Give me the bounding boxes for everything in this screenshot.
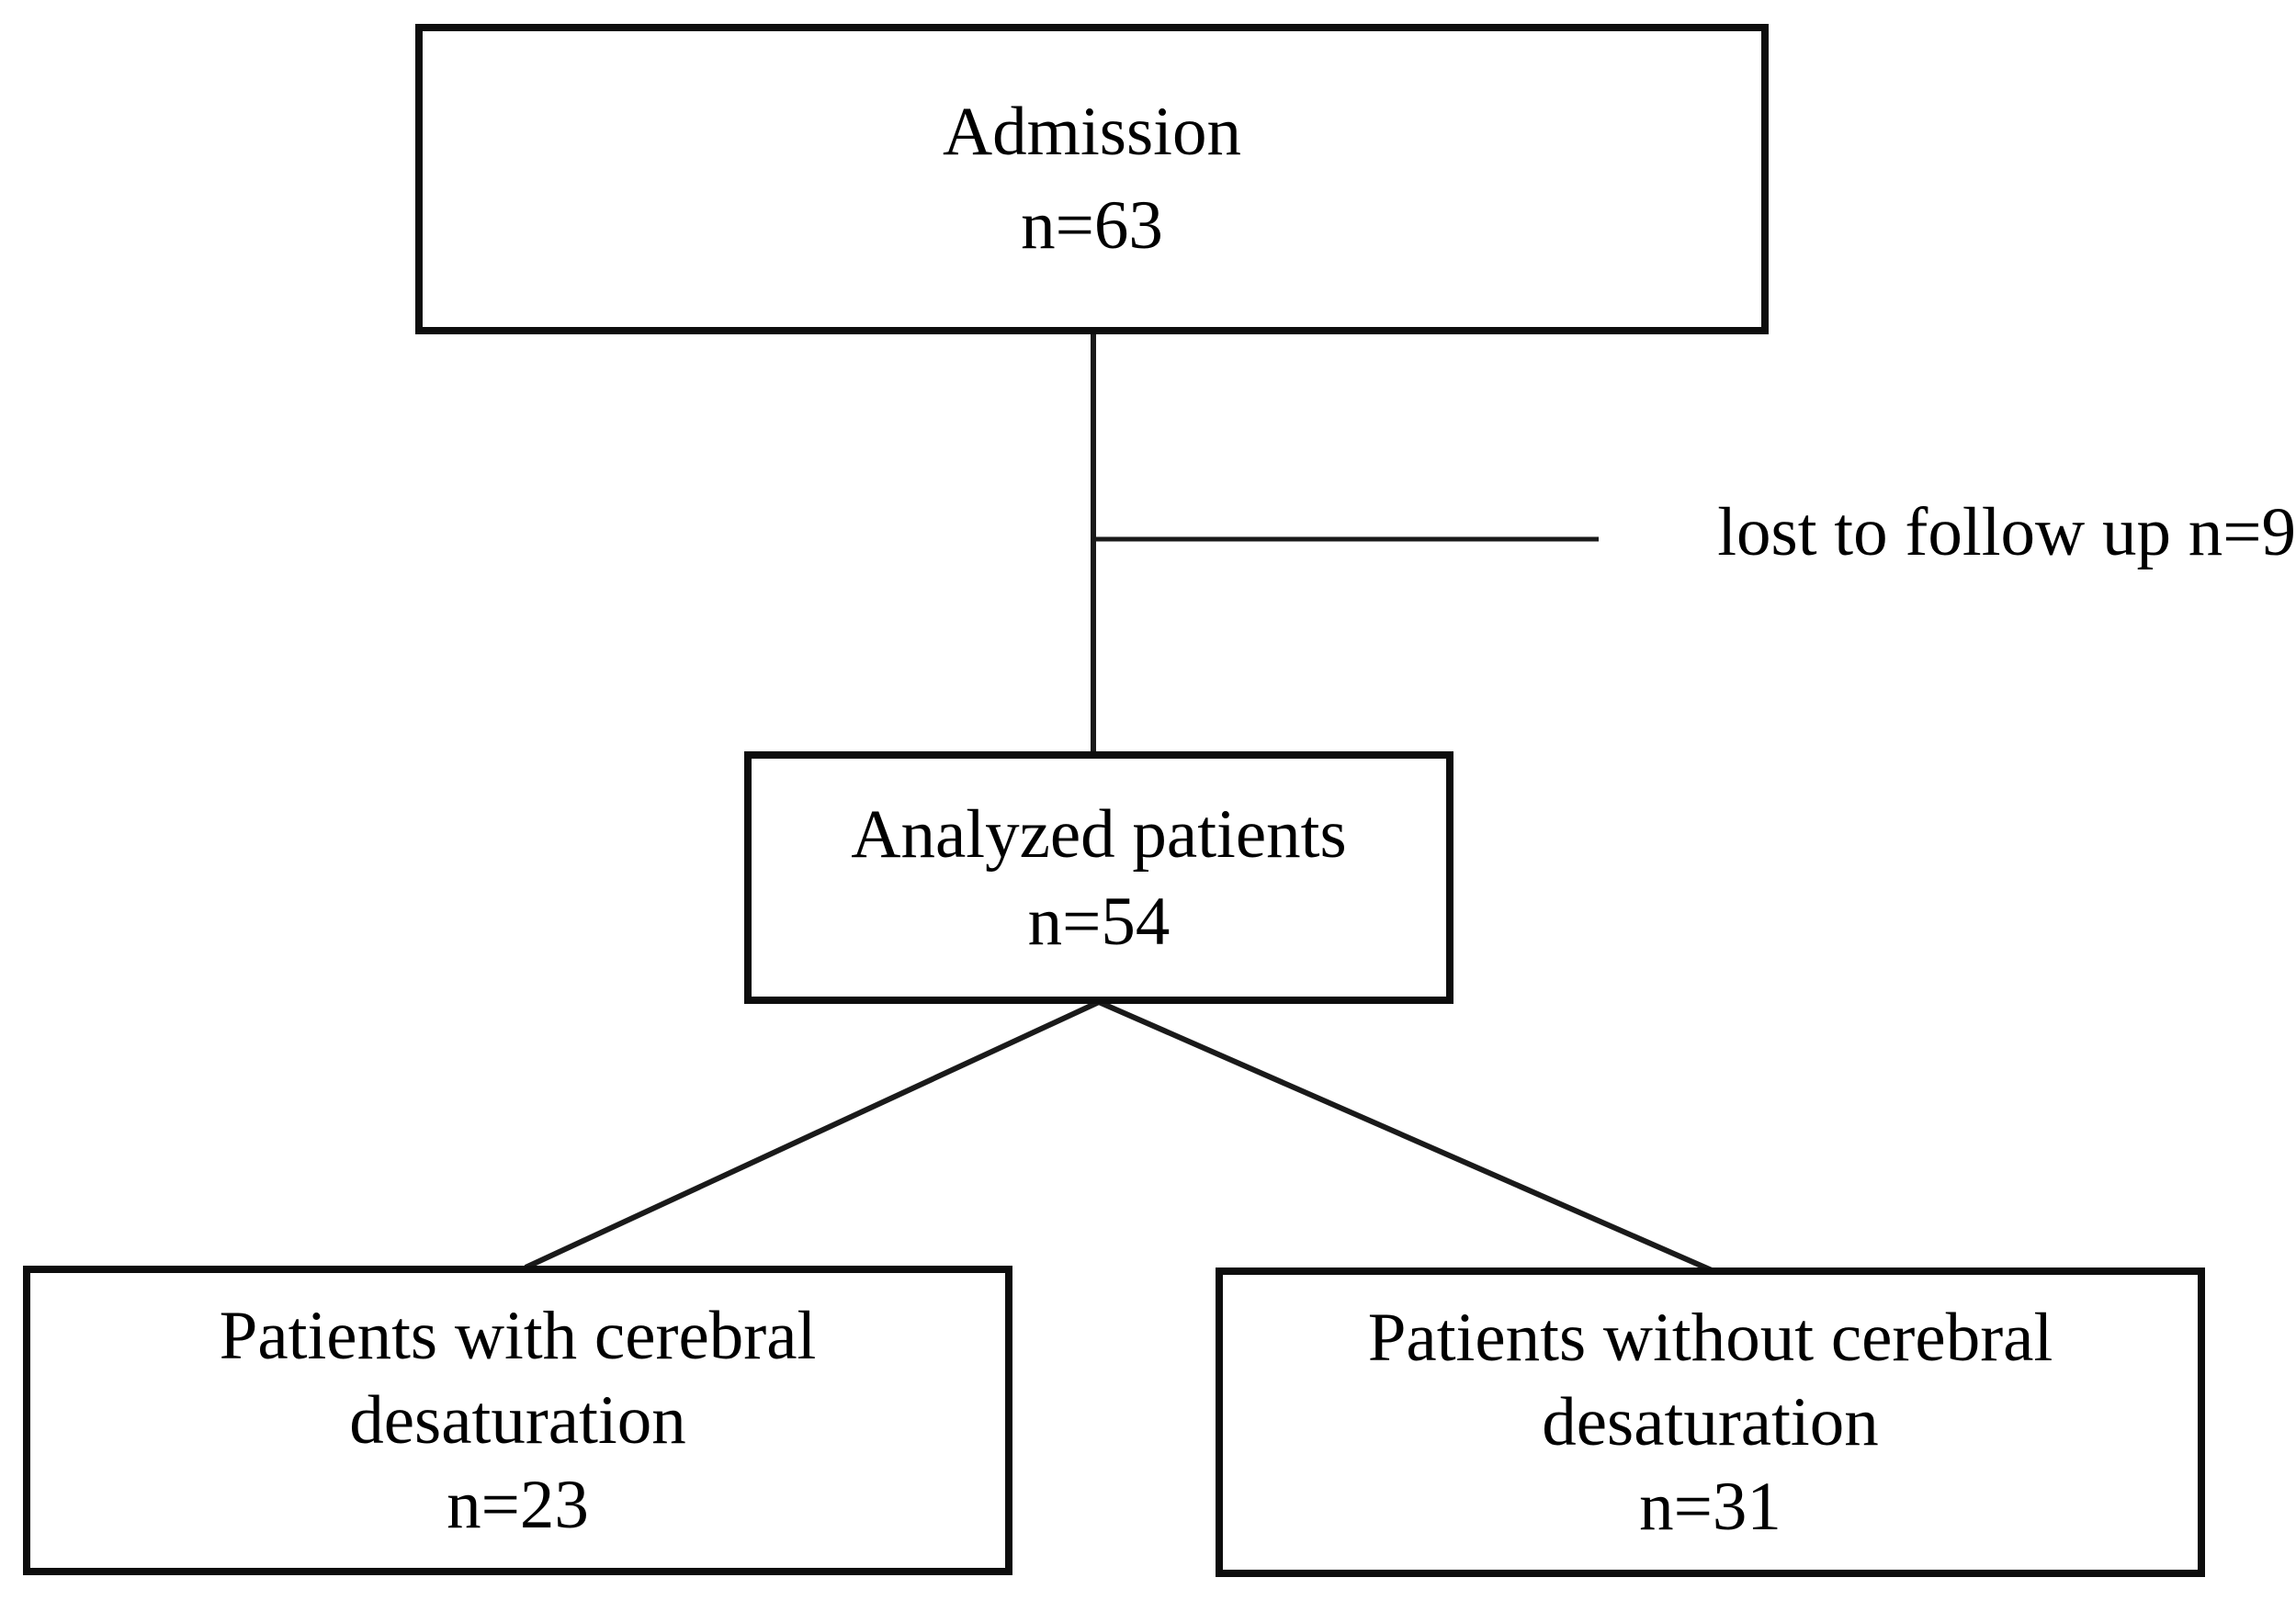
connector-analyzed-to-without-desaturation — [1097, 999, 1714, 1273]
node-admission: Admission n=63 — [415, 24, 1769, 334]
connector-analyzed-to-with-desaturation — [524, 999, 1101, 1270]
node-with-desaturation-count: n=23 — [447, 1466, 589, 1543]
node-patients-with-cerebral-desaturation: Patients with cerebral desaturation n=23 — [23, 1266, 1012, 1575]
node-analyzed-patients-count: n=54 — [1027, 883, 1171, 960]
node-with-desaturation-title-line1: Patients with cerebral — [219, 1297, 817, 1374]
node-analyzed-patients: Analyzed patients n=54 — [744, 751, 1453, 1004]
node-admission-count: n=63 — [1021, 187, 1163, 264]
node-without-desaturation-count: n=31 — [1639, 1468, 1781, 1545]
lost-to-follow-up-label: lost to follow up n=9 — [1717, 494, 2296, 570]
node-with-desaturation-title-line2: desaturation — [349, 1381, 686, 1459]
node-admission-title: Admission — [942, 94, 1242, 170]
node-without-desaturation-title-line1: Patients without cerebral — [1367, 1299, 2053, 1376]
node-patients-without-cerebral-desaturation: Patients without cerebral desaturation n… — [1216, 1268, 2205, 1577]
node-without-desaturation-title-line2: desaturation — [1542, 1383, 1879, 1460]
node-analyzed-patients-title: Analyzed patients — [851, 795, 1347, 873]
